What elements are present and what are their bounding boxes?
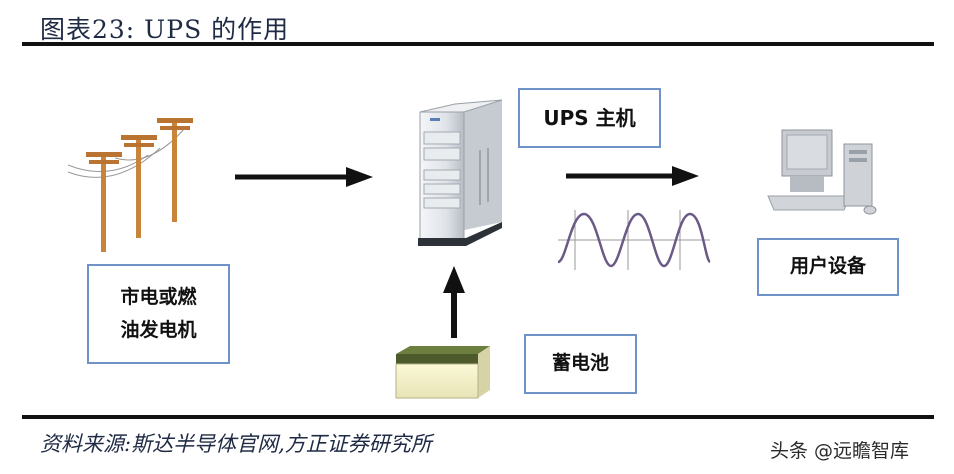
computer-icon bbox=[767, 129, 877, 215]
top-rule bbox=[22, 42, 934, 46]
battery-box: 蓄电池 bbox=[524, 334, 637, 394]
ups-tower-icon bbox=[418, 99, 503, 246]
grid-source-box: 市电或燃 油发电机 bbox=[87, 264, 230, 364]
user-equipment-label: 用户设备 bbox=[789, 255, 866, 278]
bottom-rule bbox=[22, 415, 934, 419]
source-note: 资料来源:斯达半导体官网,方正证券研究所 bbox=[40, 432, 432, 456]
battery-label: 蓄电池 bbox=[551, 352, 609, 375]
grid-source-label-line2: 油发电机 bbox=[120, 319, 197, 341]
arrow-grid-to-ups bbox=[235, 167, 373, 187]
arrow-ups-to-user bbox=[566, 166, 699, 186]
watermark: 头条 @远瞻智库 bbox=[770, 440, 910, 462]
arrow-battery-to-ups bbox=[443, 266, 465, 338]
user-equipment-box: 用户设备 bbox=[757, 238, 899, 296]
grid-source-label-line1: 市电或燃 bbox=[120, 285, 197, 308]
ups-host-label: UPS 主机 bbox=[543, 105, 636, 130]
utility-pole-icon bbox=[67, 118, 193, 252]
battery-icon bbox=[395, 346, 490, 399]
ups-host-box: UPS 主机 bbox=[518, 88, 661, 148]
figure-title: 图表23: UPS 的作用 bbox=[40, 15, 290, 44]
sine-wave-icon bbox=[557, 210, 712, 270]
